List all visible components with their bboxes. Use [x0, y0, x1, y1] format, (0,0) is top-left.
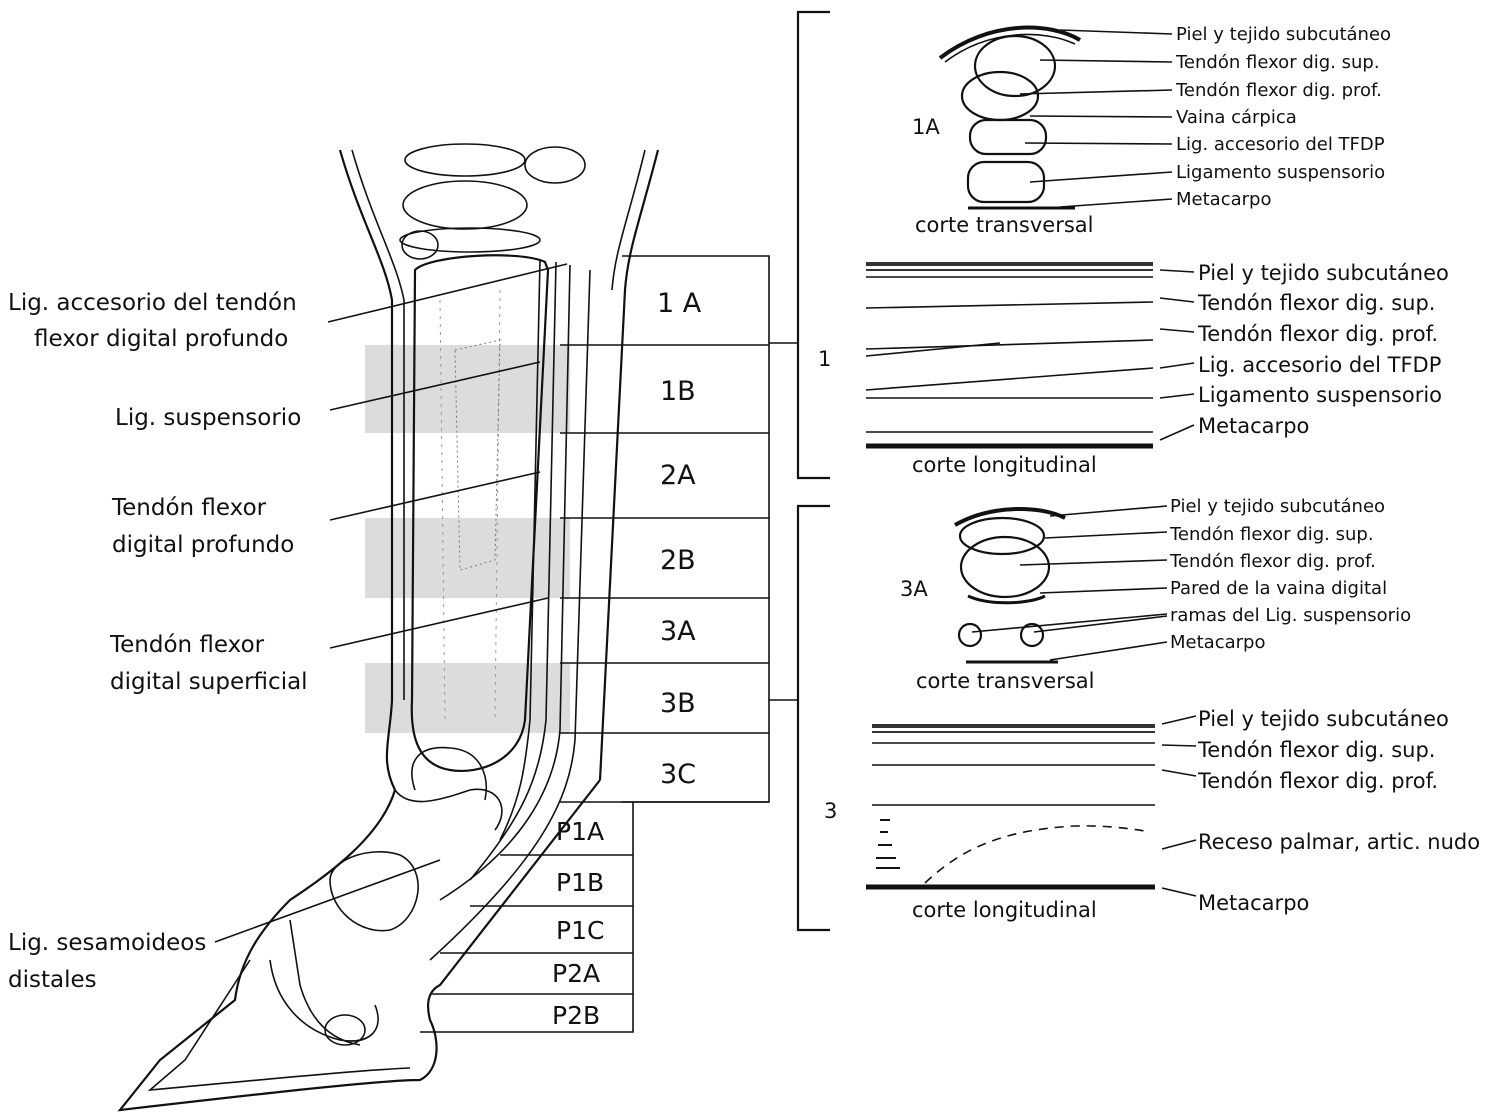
panel-1-long-label-4: Ligamento suspensorio [1198, 383, 1442, 407]
label-lig-accesorio-1: Lig. accesorio del tendón [8, 290, 297, 316]
panel-3a-transverse: 3A corte transversal Piel y tejido subcu… [900, 496, 1411, 693]
zone-p2a: P2A [552, 959, 600, 988]
panel-1-long-label-3: Lig. accesorio del TFDP [1198, 353, 1441, 377]
zone-3c: 3C [660, 759, 696, 790]
label-tfdp-1: Tendón flexor [111, 495, 267, 521]
panel-3a-label-5: Metacarpo [1170, 632, 1265, 653]
panel-1a-label-3: Vaina cárpica [1176, 107, 1297, 128]
panel-3-long-label-1: Tendón flexor dig. sup. [1197, 738, 1435, 762]
label-tfds-1: Tendón flexor [109, 632, 265, 658]
group-brackets: 1 3 [769, 12, 837, 930]
panel-3-long-label-4: Metacarpo [1198, 891, 1309, 915]
zone-2a: 2A [660, 460, 696, 491]
panel-1-long-label-0: Piel y tejido subcutáneo [1198, 261, 1449, 285]
zone-p1b: P1B [556, 868, 604, 897]
label-lig-suspensorio: Lig. suspensorio [115, 405, 301, 431]
panel-3-long-caption: corte longitudinal [912, 898, 1097, 922]
zone-3b: 3B [660, 688, 696, 719]
panel-1-long-label-1: Tendón flexor dig. sup. [1197, 291, 1435, 315]
zone-1a: 1 A [657, 288, 702, 319]
panel-1a-caption: corte transversal [915, 213, 1093, 237]
panel-1a-label-0: Piel y tejido subcutáneo [1176, 24, 1391, 45]
panel-3-long-label-0: Piel y tejido subcutáneo [1198, 707, 1449, 731]
panel-3a-label-0: Piel y tejido subcutáneo [1170, 496, 1385, 517]
group-3-label: 3 [824, 799, 837, 823]
panel-3a-label-4: ramas del Lig. suspensorio [1170, 605, 1411, 626]
zone-3a: 3A [660, 616, 696, 647]
panel-3a-caption: corte transversal [916, 669, 1094, 693]
group-1-label: 1 [818, 347, 831, 371]
panel-1a-label-1: Tendón flexor dig. sup. [1175, 52, 1380, 73]
label-sesamoideos-2: distales [8, 967, 97, 993]
panel-3a-tag: 3A [900, 577, 928, 601]
label-lig-accesorio-2: flexor digital profundo [34, 326, 288, 352]
zone-2b: 2B [660, 545, 696, 576]
band-3b [365, 663, 570, 733]
label-tfdp-2: digital profundo [112, 532, 294, 558]
panel-1-long-caption: corte longitudinal [912, 453, 1097, 477]
panel-3a-label-3: Pared de la vaina digital [1170, 578, 1387, 599]
panel-1-longitudinal: corte longitudinal Piel y tejido subcutá… [866, 261, 1449, 477]
panel-3a-label-2: Tendón flexor dig. prof. [1169, 551, 1376, 572]
panel-3-longitudinal: corte longitudinal Piel y tejido subcutá… [866, 707, 1480, 922]
panel-1-long-label-5: Metacarpo [1198, 414, 1309, 438]
panel-3-long-label-3: Receso palmar, artic. nudo [1198, 830, 1480, 854]
panel-3-long-label-2: Tendón flexor dig. prof. [1197, 769, 1438, 793]
zone-1b: 1B [660, 376, 696, 407]
panel-1a-label-4: Lig. accesorio del TFDP [1176, 134, 1385, 155]
band-2b [365, 518, 570, 598]
panel-1a-label-5: Ligamento suspensorio [1176, 162, 1385, 183]
panel-1a-transverse: 1A corte transversal Piel y tejido subcu… [912, 24, 1391, 237]
zone-p2b: P2B [552, 1001, 600, 1030]
panel-1a-tag: 1A [912, 115, 940, 139]
panel-3a-label-1: Tendón flexor dig. sup. [1169, 524, 1374, 545]
label-tfds-2: digital superficial [110, 669, 308, 695]
panel-1a-label-6: Metacarpo [1176, 189, 1271, 210]
zone-p1a: P1A [556, 817, 604, 846]
label-sesamoideos-1: Lig. sesamoideos [8, 930, 206, 956]
zone-p1c: P1C [556, 916, 604, 945]
panel-1a-label-2: Tendón flexor dig. prof. [1175, 80, 1382, 101]
panel-1-long-label-2: Tendón flexor dig. prof. [1197, 322, 1438, 346]
